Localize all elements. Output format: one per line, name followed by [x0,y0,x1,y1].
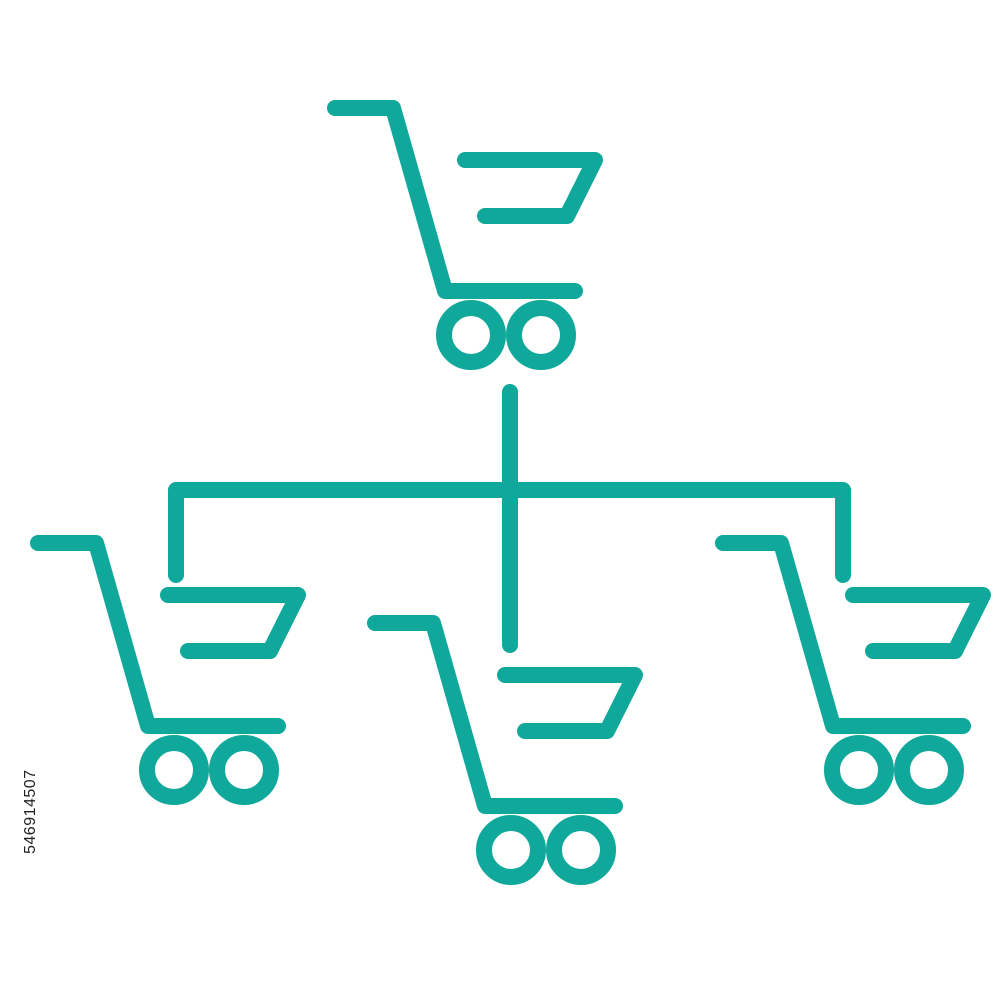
org-chart-connector [168,384,851,653]
root-shopping-cart-icon [335,108,595,362]
child-shopping-cart-icon-middle [375,623,635,877]
child-shopping-cart-icon-left [38,543,298,797]
stock-id-label: 546914507 [22,769,39,854]
connector-branch-right [502,482,851,583]
child-shopping-cart-icon-right [723,543,983,797]
connector-branch-left [168,482,518,583]
